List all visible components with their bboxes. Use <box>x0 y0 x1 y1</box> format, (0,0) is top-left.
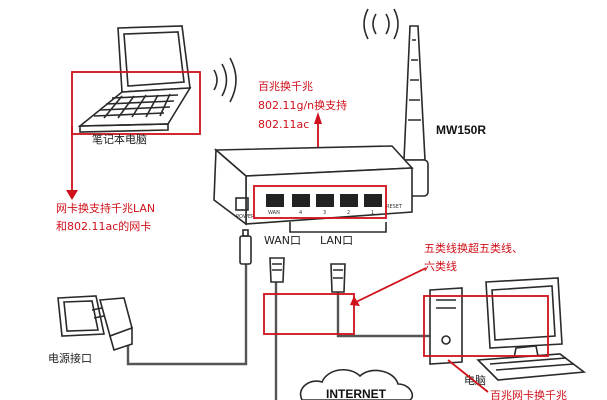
port-number-3: 3 <box>323 210 326 216</box>
router-body <box>213 145 414 226</box>
wall-outlet-icon <box>57 295 105 337</box>
router-note-line2: 802.11g/n换支持 <box>258 98 347 112</box>
power-cable <box>126 248 248 366</box>
pc-note: 百兆网卡换千兆 <box>490 388 567 400</box>
reset-tag: RESET <box>386 204 403 210</box>
nic-note-line2: 和802.11ac的网卡 <box>56 219 151 233</box>
antenna-icon <box>401 25 429 197</box>
router-note-line3: 802.11ac <box>258 118 309 131</box>
wan-port-label: WAN口 <box>264 234 301 247</box>
power-plug-icon <box>239 229 252 265</box>
port-number-2: 2 <box>347 210 350 216</box>
port-wan-tag: WAN <box>268 210 280 216</box>
cable-highlight-box <box>263 293 355 335</box>
ports-highlight-box <box>253 185 387 219</box>
router-model-label: MW150R <box>436 123 486 137</box>
laptop-highlight-box <box>71 71 201 135</box>
router-ports <box>266 194 382 207</box>
router-note-line1: 百兆换千兆 <box>258 79 313 93</box>
rj45-lan-connector-icon <box>330 263 346 293</box>
nic-note-line1: 网卡换支持千兆LAN <box>56 201 155 215</box>
wifi-waves-icon <box>213 8 399 103</box>
power-outlet-label: 电源接口 <box>48 351 92 365</box>
nic-arrow-head <box>66 190 78 200</box>
port-number-1: 1 <box>371 210 374 216</box>
cable-note-line1: 五类线换超五类线、 <box>424 241 523 255</box>
pc-note-arrow <box>447 359 489 393</box>
port-number-4: 4 <box>299 210 302 216</box>
laptop-label: 笔记本电脑 <box>92 132 147 146</box>
power-tag: POWER <box>236 214 255 220</box>
cable-note-line2: 六类线 <box>424 259 457 273</box>
router-note-arrow-head <box>314 112 322 124</box>
pc-highlight-box <box>423 295 549 357</box>
rj45-wan-connector-icon <box>269 257 285 283</box>
power-adapter-icon <box>91 297 133 352</box>
internet-label: INTERNET <box>326 387 387 400</box>
laptop-icon <box>77 25 192 133</box>
internet-cloud-icon <box>299 369 414 400</box>
lan-cable <box>336 290 440 338</box>
cable-note-arrow-head <box>350 296 360 306</box>
cable-note-arrow <box>355 267 427 303</box>
lan-port-label: LAN口 <box>320 234 353 247</box>
